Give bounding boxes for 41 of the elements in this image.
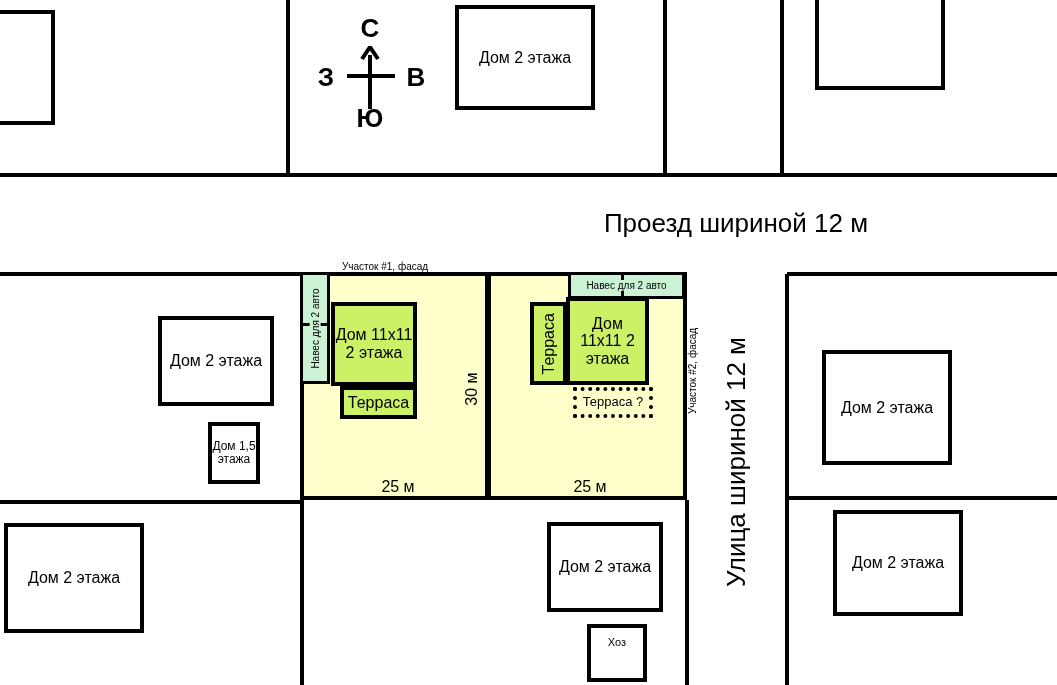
house-outline	[455, 5, 595, 110]
planned-terrace-outline	[573, 387, 653, 418]
building-footprint	[530, 302, 567, 385]
area-label: Дом 11x11 2 этажа	[335, 326, 413, 362]
area-label: Навес для 2 авто	[584, 280, 669, 291]
house-label: Дом 2 этажа	[840, 398, 934, 417]
house-label: Дом 1,5 этажа	[212, 439, 256, 467]
compass-letter: З	[317, 64, 335, 90]
carport-area	[300, 272, 330, 384]
house-label: Дом 2 этажа	[851, 554, 945, 572]
compass-letter: С	[360, 15, 380, 41]
house-label: Дом 2 этажа	[169, 352, 263, 370]
house-outline	[822, 350, 952, 465]
carport-area	[568, 272, 685, 299]
building-footprint	[331, 302, 417, 386]
house-label: Дом 2 этажа	[558, 558, 652, 576]
house-outline	[158, 316, 274, 406]
building-footprint	[340, 386, 417, 419]
area-label: Терраса ?	[582, 395, 644, 410]
house-outline	[208, 422, 260, 484]
house-outline	[587, 624, 647, 682]
house-label: Хоз	[607, 636, 627, 649]
area-label: Дом 11x11 2 этажа	[579, 314, 636, 368]
house-label: Дом 2 этажа	[478, 48, 572, 67]
house-outline	[547, 522, 663, 612]
dimension-label: 30 м	[464, 372, 480, 406]
compass-letter: В	[406, 64, 426, 90]
street-label: Улица шириной 12 м	[723, 337, 749, 587]
area-label: Навес для 2 авто	[309, 285, 321, 371]
dimension-label: 25 м	[381, 479, 415, 495]
road-label: Проезд шириной 12 м	[603, 210, 869, 236]
compass-letter: Ю	[356, 105, 384, 131]
house-outline	[833, 510, 963, 616]
building-footprint	[566, 297, 649, 385]
plot-label: Участок #1, фасад	[341, 262, 429, 272]
plot-label: Участок #2, фасад	[688, 327, 698, 415]
house-outline	[4, 523, 144, 633]
area-label: Терраса	[347, 393, 410, 412]
dimension-label: 25 м	[573, 479, 607, 495]
area-label: Терраса	[539, 312, 558, 375]
house-label: Дом 2 этажа	[27, 569, 121, 587]
